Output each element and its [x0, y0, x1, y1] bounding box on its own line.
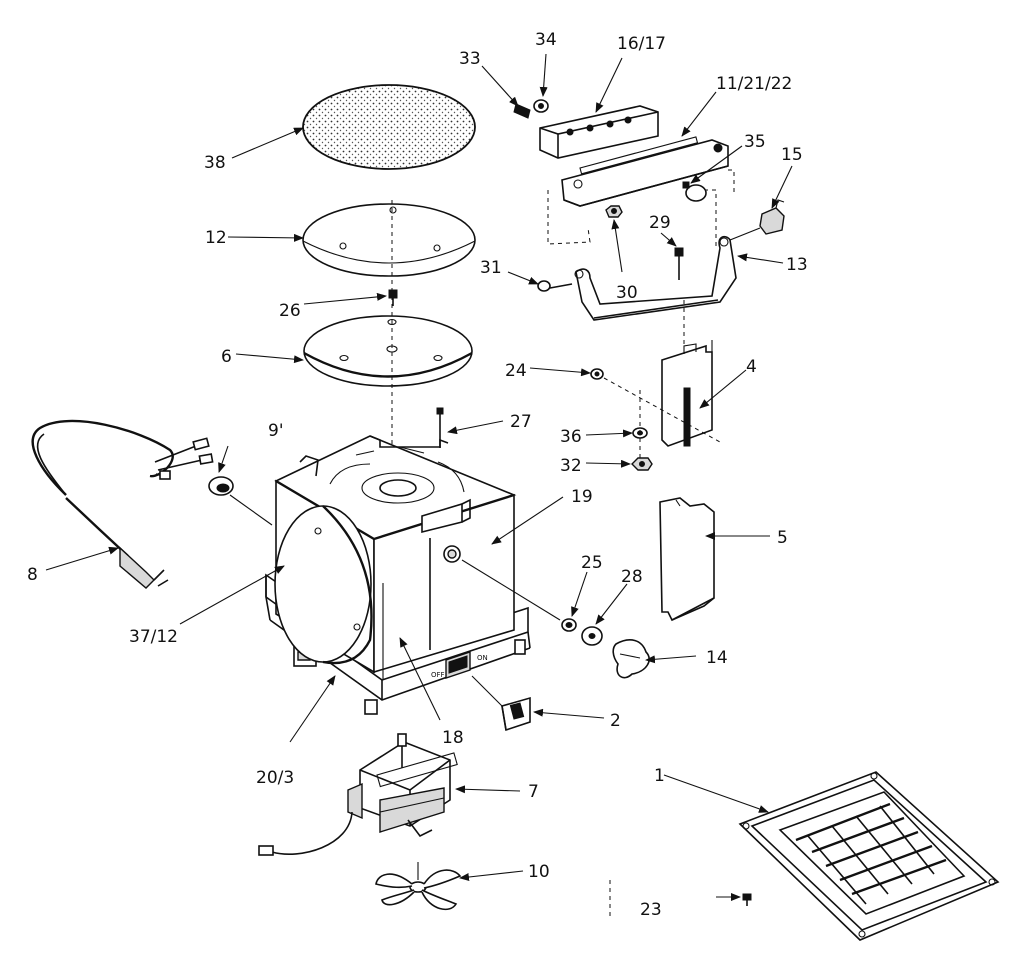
svg-text:ON: ON: [477, 654, 488, 662]
part-32-nut: [631, 457, 653, 471]
label-19: 19: [571, 487, 593, 507]
label-9: 9': [268, 421, 284, 441]
label-28: 28: [621, 567, 643, 587]
leader-lines: [45, 53, 793, 901]
part-14-knob: [612, 639, 650, 679]
label-10: 10: [528, 862, 550, 882]
label-1: 1: [654, 766, 665, 786]
label-27: 27: [510, 412, 532, 432]
label-35: 35: [744, 132, 766, 152]
part-11-hinge-plate: [547, 136, 735, 248]
part-15-latch: [729, 199, 785, 241]
part-30-nut: [605, 205, 623, 218]
part-34-washer: [533, 99, 549, 113]
part-8-power-cord: [31, 419, 214, 589]
label-30: 30: [616, 283, 638, 303]
part-38-textured-disc: [302, 84, 476, 170]
label-4: 4: [746, 357, 757, 377]
part-4-bracket: [661, 340, 713, 447]
svg-text:OFF: OFF: [431, 671, 445, 679]
knob-axis-line: [461, 559, 561, 621]
label-26: 26: [279, 301, 301, 321]
part-26-screw: [388, 289, 398, 306]
label-31: 31: [480, 258, 502, 278]
part-labels: 38 12 26 6 9' 8 37/12 20/3 7 10 18 19 27…: [27, 30, 808, 920]
part-1-grille-plate: [738, 771, 1000, 941]
label-12: 12: [205, 228, 227, 248]
label-36: 36: [560, 427, 582, 447]
label-33: 33: [459, 49, 481, 69]
label-25: 25: [581, 553, 603, 573]
label-6: 6: [221, 347, 232, 367]
part-12-top-plate: [302, 203, 476, 277]
part-6-turntable: [303, 315, 473, 387]
label-11-21-22: 11/21/22: [716, 74, 792, 94]
part-28-washer: [581, 626, 603, 646]
label-14: 14: [706, 648, 728, 668]
part-13-u-bracket: [574, 235, 737, 346]
part-10-fan: [375, 862, 462, 911]
label-2: 2: [610, 711, 621, 731]
label-20-3: 20/3: [256, 768, 294, 788]
part-16-control-block: [539, 105, 659, 159]
part-24-screw: [590, 368, 721, 443]
label-8: 8: [27, 565, 38, 585]
part-31-screw: [537, 280, 573, 292]
part-33-screw: [513, 103, 531, 119]
part-35-pin: [682, 181, 707, 202]
housing-body: OFF ON: [265, 435, 531, 715]
label-29: 29: [649, 213, 671, 233]
label-5: 5: [777, 528, 788, 548]
label-16-17: 16/17: [617, 34, 666, 54]
part-23-screw: [742, 893, 752, 906]
label-32: 32: [560, 456, 582, 476]
label-38: 38: [204, 153, 226, 173]
label-7: 7: [528, 782, 539, 802]
part-9-grommet: [208, 476, 273, 526]
label-23: 23: [640, 900, 662, 920]
label-18: 18: [442, 728, 464, 748]
part-2-switch: [471, 675, 531, 732]
part-7-motor: [258, 733, 458, 856]
part-29-screw: [674, 247, 684, 280]
label-15: 15: [781, 145, 803, 165]
label-37-12: 37/12: [129, 627, 178, 647]
part-5-bracket: [659, 497, 715, 622]
label-24: 24: [505, 361, 527, 381]
label-34: 34: [535, 30, 557, 50]
part-25-washer: [561, 618, 577, 632]
label-13: 13: [786, 255, 808, 275]
